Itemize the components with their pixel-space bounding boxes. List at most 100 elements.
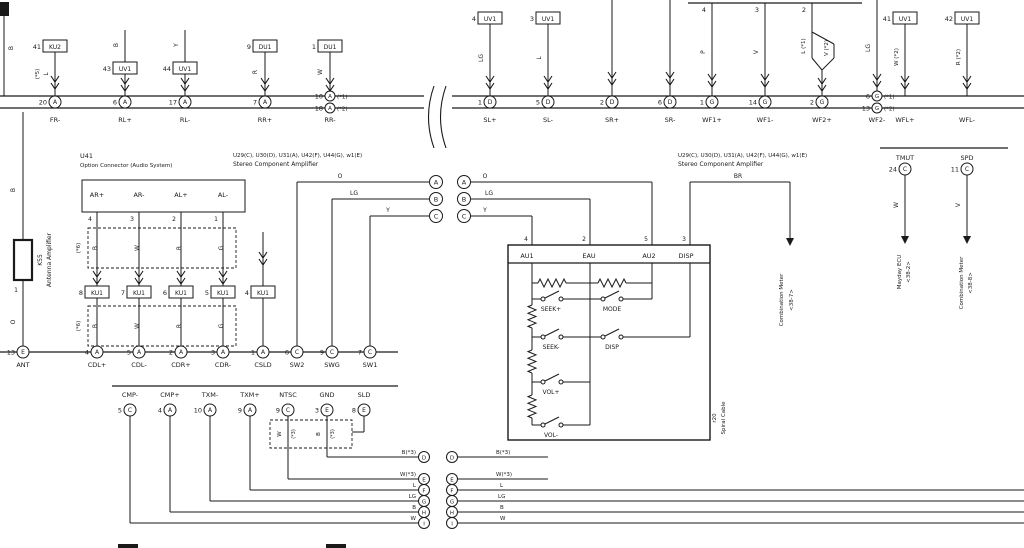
vertical-label: R xyxy=(252,70,259,74)
connector-pin xyxy=(325,345,339,359)
chevron-icon xyxy=(817,84,827,92)
connector-tag-code: KU1 xyxy=(217,290,229,297)
switch-blade xyxy=(544,373,560,382)
chevron-icon xyxy=(50,82,60,90)
page-connector-letter: C xyxy=(462,212,467,220)
shield-box xyxy=(87,305,237,347)
connector-pin-letter: D xyxy=(610,99,615,106)
connector-pin-letter: C xyxy=(903,166,907,173)
connector-pin xyxy=(324,102,336,114)
label: 2 xyxy=(802,6,806,14)
connector-tag-pin-number: 44 xyxy=(163,65,171,73)
vertical-label: (*3) xyxy=(291,429,297,439)
connector-tag-box xyxy=(112,61,138,75)
label: 1 xyxy=(14,287,18,294)
chevron-icon xyxy=(176,277,186,285)
connector-pin xyxy=(216,345,230,359)
connector-pin xyxy=(178,95,192,109)
label: SL+ xyxy=(483,116,496,124)
connector-pin xyxy=(871,102,883,114)
switch-contact xyxy=(600,334,606,340)
connector-pin-letter: A xyxy=(263,99,268,106)
vertical-label: R (*2) xyxy=(956,49,962,65)
connector-tag-box xyxy=(168,285,194,299)
vertical-label: B xyxy=(113,43,120,47)
label: SL- xyxy=(543,116,554,124)
connector-pin-letter: G xyxy=(763,99,768,106)
connector-pin-number: 20 xyxy=(39,99,47,107)
switch-contact xyxy=(558,379,564,385)
connector-tag-pin-number: 42 xyxy=(945,15,953,23)
connector-tag-code: UV1 xyxy=(542,16,554,23)
connector-pin-letter: A xyxy=(53,99,58,106)
connector-pin xyxy=(357,403,371,417)
label: SW2 xyxy=(290,361,305,369)
connector-tag-box xyxy=(252,39,278,53)
page-connector-letter: A xyxy=(434,178,439,186)
page-connector-node xyxy=(429,209,443,223)
label: 5 xyxy=(644,236,648,243)
label: SLD xyxy=(358,391,371,399)
switch-blade xyxy=(544,328,560,337)
connector-pin-number: 5 xyxy=(127,349,131,357)
connector-tag-box xyxy=(317,39,343,53)
connector-pin-letter: A xyxy=(208,407,213,414)
label: AL+ xyxy=(174,191,188,199)
switch-contact xyxy=(618,296,624,302)
label: MODE xyxy=(603,306,622,313)
connector-pin-letter: A xyxy=(261,349,266,356)
label: CSLD xyxy=(254,361,271,369)
connector-pin-letter: C xyxy=(330,349,334,356)
page-connector-letter: D xyxy=(450,455,454,461)
page-connector-node xyxy=(457,175,471,189)
wire xyxy=(811,31,835,45)
chevron-icon xyxy=(92,277,102,285)
connector-pin-number: 11 xyxy=(951,166,959,174)
label: LG xyxy=(485,190,493,197)
vertical-label: Combination Meter xyxy=(959,256,965,309)
connector-pin-letter: G xyxy=(875,94,879,100)
chevron-icon xyxy=(180,84,190,92)
connector-pin-letter: A xyxy=(95,349,100,356)
connector-pin-number: 6 xyxy=(285,349,289,357)
label: LG xyxy=(409,494,416,500)
connector-pin-number: 14 xyxy=(749,99,757,107)
chevron-icon xyxy=(962,82,972,90)
label: L xyxy=(413,483,417,489)
vertical-label: LG xyxy=(478,54,485,62)
connector-tag-code: UV1 xyxy=(179,66,191,73)
resistor xyxy=(537,277,567,289)
label: LG xyxy=(350,190,358,197)
resistor xyxy=(526,349,538,374)
label: SPD xyxy=(960,154,973,162)
page-connector-letter: G xyxy=(450,499,454,505)
shield-box xyxy=(87,227,237,269)
label: FR- xyxy=(50,116,61,124)
page-connector-letter: B xyxy=(434,195,438,203)
vertical-label: K55 xyxy=(37,254,44,266)
connector-pin-letter: A xyxy=(248,407,253,414)
connector-pin-number: 3 xyxy=(315,407,319,415)
harness-break xyxy=(440,85,447,149)
connector-pin-number: 2 xyxy=(810,99,814,107)
vertical-label: V xyxy=(955,202,962,207)
page-connector-letter: I xyxy=(423,521,425,527)
page-connector-node xyxy=(418,451,430,463)
page-connector-letter: B xyxy=(462,195,466,203)
connector-pin-number: 13 xyxy=(862,105,870,113)
label: 3 xyxy=(755,6,759,14)
filled-mark xyxy=(326,544,346,548)
label: WF1- xyxy=(757,116,774,124)
vertical-label: G xyxy=(218,245,225,250)
connector-tag-pin-number: 9 xyxy=(247,43,251,51)
page-connector-letter: C xyxy=(434,212,439,220)
connector-tag-pin-number: 43 xyxy=(103,65,111,73)
switch-contact xyxy=(558,422,564,428)
label: 3 xyxy=(682,236,686,243)
chevron-icon xyxy=(872,73,882,81)
switch-blade xyxy=(544,290,560,299)
vertical-label: B xyxy=(316,432,322,436)
resistor xyxy=(526,394,538,419)
